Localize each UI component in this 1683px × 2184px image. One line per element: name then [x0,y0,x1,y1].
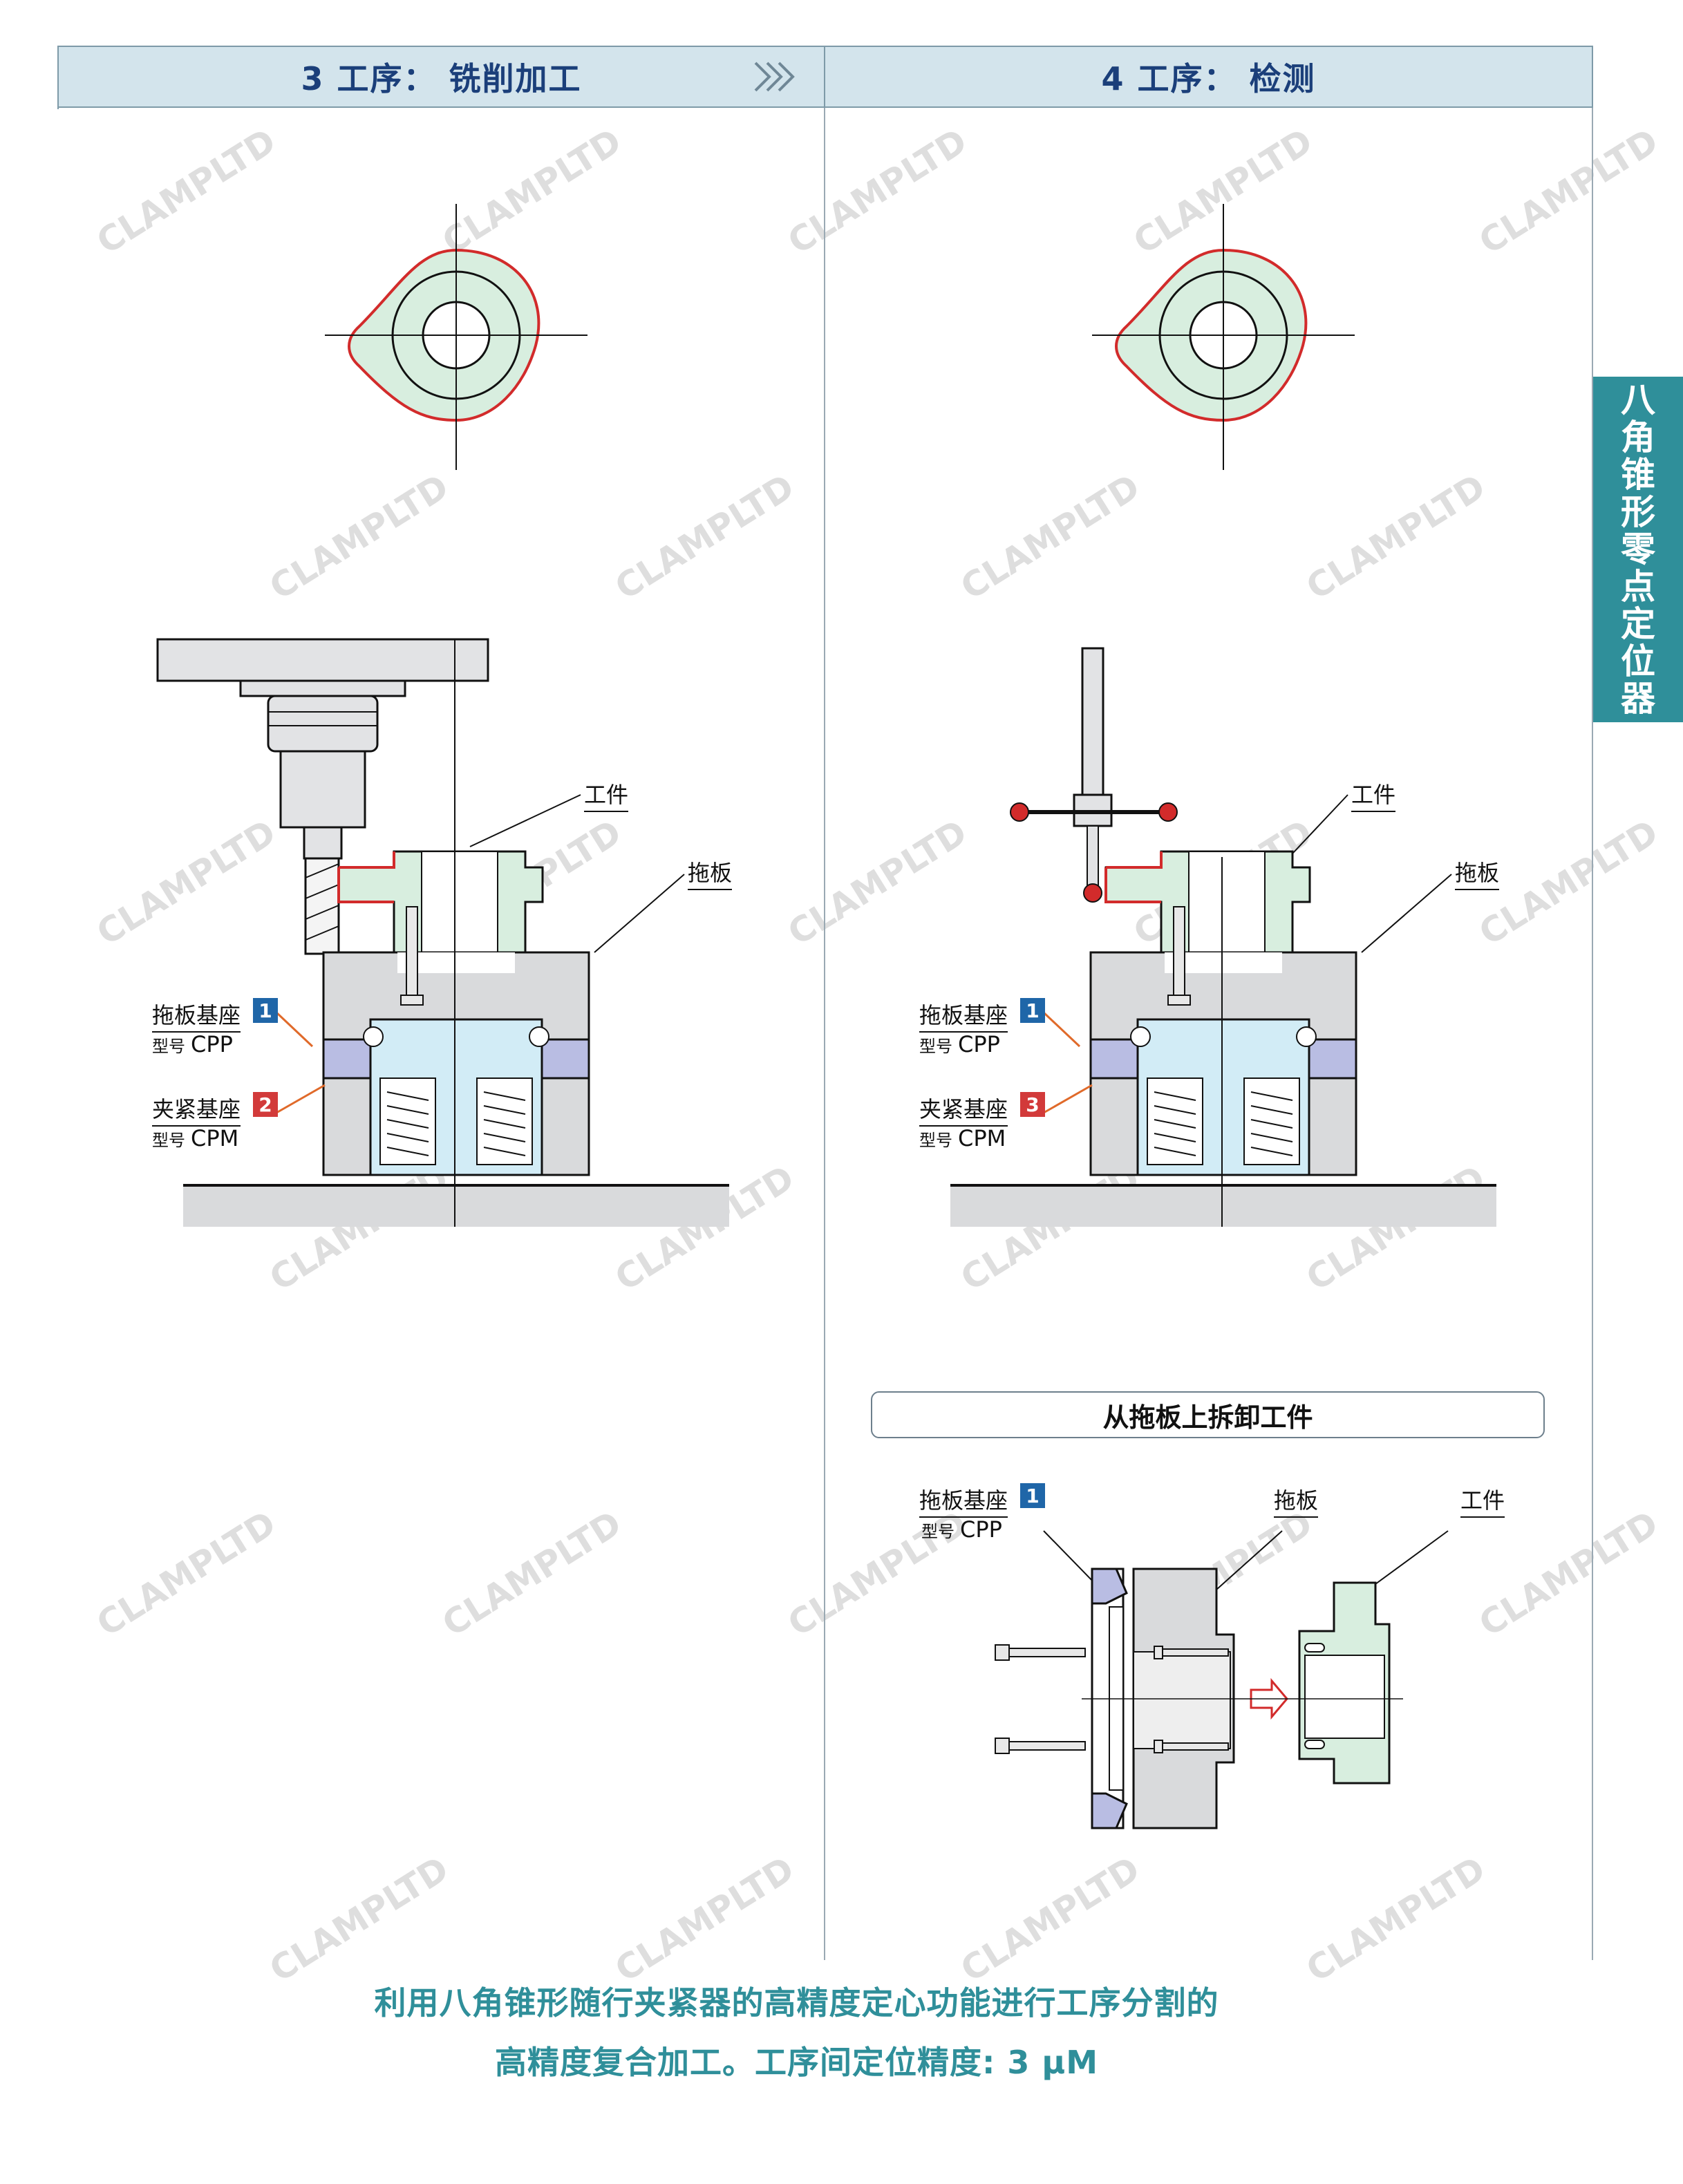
side-tab-char: 八 [1621,380,1655,420]
watermark: CLAMPLTD [1299,466,1493,608]
side-tab-char: 角 [1621,417,1655,458]
pallet-base-model: 型号 CPP [152,1031,233,1057]
workpiece-label: 工件 [584,778,629,812]
model-prefix: 型号 [921,1522,955,1541]
model-prefix: 型号 [919,1131,952,1150]
clamp-base-label: 夹紧基座 [152,1092,241,1127]
removal-drawing [995,1530,1449,1829]
left-top-view [325,204,587,470]
probe-ball [1158,802,1178,822]
watermark: CLAMPLTD [608,1848,802,1990]
step3-header: 3 工序： 铣削加工 [57,46,825,108]
watermark: CLAMPLTD [1472,120,1666,263]
step4-title: 4 工序： 检测 [1101,60,1316,97]
column-divider [824,108,825,1960]
badge-1: 1 [1020,998,1045,1023]
pallet-base-model: 型号 CPP [919,1031,1000,1057]
watermark: CLAMPLTD [608,466,802,608]
badge-1: 1 [1020,1483,1045,1508]
side-tab: 八 角 锥 形 零 点 定 位 器 [1593,377,1683,722]
triple-chevron-right-icon [754,62,795,92]
watermark: CLAMPLTD [954,466,1147,608]
watermark: CLAMPLTD [90,1503,283,1645]
badge-1: 1 [253,998,278,1023]
pallet-base-label: 拖板基座 [919,998,1008,1033]
probe-ball [1083,883,1102,903]
side-tab-char: 形 [1621,492,1655,532]
watermark: CLAMPLTD [781,120,975,263]
left-section-drawing [156,638,729,1227]
side-tab-char: 锥 [1621,455,1655,495]
side-tab-char: 点 [1621,567,1655,607]
model-code: CPM [958,1125,1006,1151]
step3-title: 3 工序： 铣削加工 [301,60,582,97]
clamp-base-model: 型号 CPM [919,1125,1006,1151]
removal-workpiece-label: 工件 [1460,1483,1505,1518]
watermark: CLAMPLTD [90,120,283,263]
removal-pallet-base-label: 拖板基座 [919,1483,1008,1518]
pallet-base-label: 拖板基座 [152,998,241,1033]
model-code: CPP [960,1516,1002,1543]
badge-3: 3 [1020,1092,1045,1117]
pallet-label: 拖板 [1455,856,1500,890]
model-prefix: 型号 [152,1131,185,1150]
watermark: CLAMPLTD [1472,1503,1666,1645]
side-tab-char: 位 [1621,641,1655,681]
removal-pallet-label: 拖板 [1274,1483,1319,1518]
caption-line2: 高精度复合加工。工序间定位精度: 3 μM [494,2044,1099,2081]
watermark: CLAMPLTD [954,1848,1147,1990]
model-code: CPM [191,1125,239,1151]
side-tab-char: 器 [1621,679,1655,719]
watermark: CLAMPLTD [1299,1848,1493,1990]
badge-2: 2 [253,1092,278,1117]
watermark: CLAMPLTD [263,1848,456,1990]
watermark: CLAMPLTD [435,1503,629,1645]
right-top-view [1092,204,1355,470]
pallet-label: 拖板 [688,856,733,890]
right-section-drawing [950,647,1496,1227]
clamp-base-model: 型号 CPM [152,1125,238,1151]
model-code: CPP [191,1031,233,1057]
caption-line1: 利用八角锥形随行夹紧器的高精度定心功能进行工序分割的 [374,1984,1219,2022]
model-code: CPP [958,1031,1000,1057]
side-tab-char: 定 [1621,604,1655,644]
removal-title: 从拖板上拆卸工件 [871,1391,1545,1438]
side-tab-char: 零 [1621,529,1655,569]
watermark: CLAMPLTD [263,466,456,608]
removal-pallet-base-model: 型号 CPP [921,1516,1002,1543]
model-prefix: 型号 [919,1037,952,1056]
right-border [1592,108,1593,1960]
step4-header: 4 工序： 检测 [824,46,1593,108]
probe-ball [1010,802,1029,822]
clamp-base-label: 夹紧基座 [919,1092,1008,1127]
model-prefix: 型号 [152,1037,185,1056]
workpiece-label: 工件 [1351,778,1396,812]
